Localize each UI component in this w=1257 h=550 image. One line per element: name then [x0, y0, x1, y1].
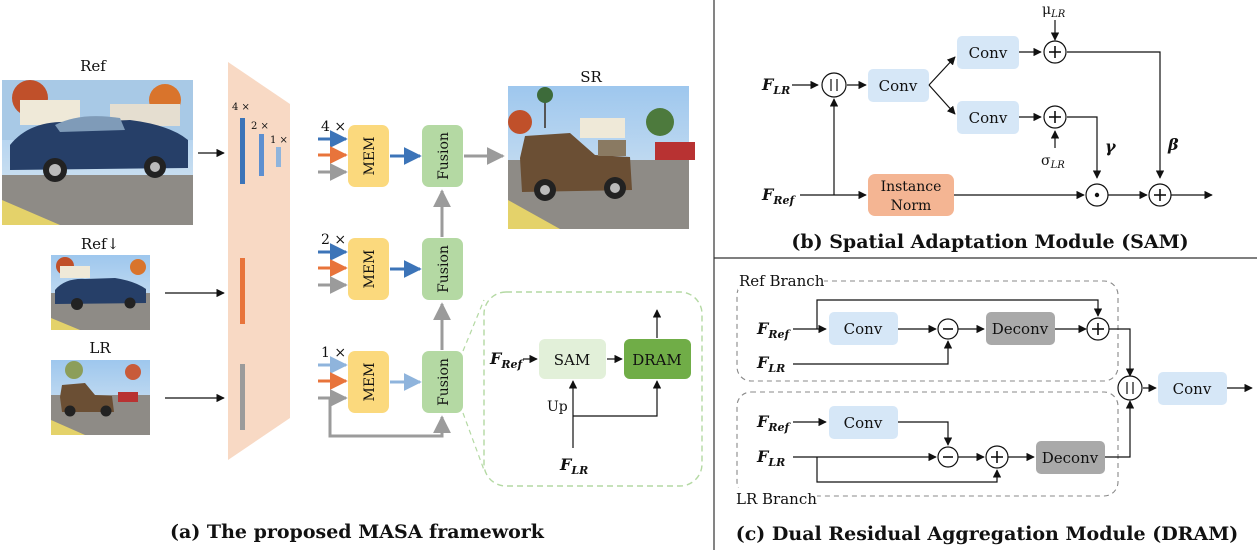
feature-bar-refdown: [240, 258, 245, 324]
fusion-block-2x: Fusion: [422, 238, 463, 300]
ref-label: Ref: [80, 57, 107, 75]
svg-text:Conv: Conv: [844, 414, 883, 432]
lr-image: [51, 360, 150, 435]
sam-conv-gamma: [957, 101, 1019, 134]
svg-text:Conv: Conv: [969, 109, 1008, 127]
inset-up-label: Up: [547, 399, 568, 415]
sr-label: SR: [580, 68, 602, 86]
svg-text:Fusion: Fusion: [436, 132, 452, 180]
fusion-detail-inset: [483, 291, 703, 487]
svg-text:Fusion: Fusion: [436, 358, 452, 406]
sr-image: [508, 86, 695, 229]
svg-text:MEM: MEM: [362, 363, 378, 402]
feature-bar-lr: [240, 364, 245, 430]
svg-text:Conv: Conv: [844, 320, 883, 338]
sam-conv-main: [868, 69, 929, 102]
instance-norm-block: [868, 174, 954, 216]
fusion-block-1x: Fusion: [422, 351, 463, 413]
lr-branch-box: [736, 391, 1119, 497]
sam-conv-beta: [957, 36, 1019, 69]
mem-block-4x: MEM: [348, 125, 389, 187]
dram-lr-f-lr: FLR: [756, 447, 785, 469]
svg-text:Norm: Norm: [891, 198, 932, 214]
svg-text:SAM: SAM: [554, 351, 590, 369]
caption-a: (a) The proposed MASA framework: [170, 521, 545, 543]
mem-scale-1x: 1 ×: [321, 345, 346, 361]
inset-dram-block: [624, 339, 691, 379]
dram-lr-conv: [829, 406, 898, 439]
extractor-scale-4x: 4 ×: [232, 102, 250, 113]
dram-lr-deconv: [1036, 441, 1105, 474]
ref-down-image: [51, 255, 150, 330]
mem-block-1x: MEM: [348, 351, 389, 413]
panel-a: Ref Ref↓ LR SR: [2, 57, 703, 543]
svg-text:Fusion: Fusion: [436, 245, 452, 293]
caption-c: (c) Dual Residual Aggregation Module (DR…: [736, 523, 1238, 545]
ref-branch-label: Ref Branch: [739, 272, 825, 290]
beta-label: β: [1167, 135, 1179, 154]
gamma-label: γ: [1105, 137, 1117, 156]
extractor-scale-2x: 2 ×: [251, 121, 269, 132]
dram-concat-node: [1117, 375, 1143, 401]
lr-branch-label: LR Branch: [736, 490, 817, 508]
dram-lr-f-ref: FRef: [756, 412, 791, 434]
ref-image: [2, 80, 193, 225]
mu-lr-label: μLR: [1042, 2, 1066, 20]
svg-text:Conv: Conv: [1173, 380, 1212, 398]
caption-b: (b) Spatial Adaptation Module (SAM): [791, 231, 1188, 253]
ref-down-label: Ref↓: [81, 235, 119, 253]
sigma-lr-label: σLR: [1041, 153, 1065, 171]
panel-c: Ref Branch LR Branch FRef Conv FLR Decon…: [735, 270, 1253, 545]
extractor-scale-1x: 1 ×: [270, 135, 288, 146]
dram-output-conv: [1158, 372, 1227, 405]
feature-bar-1x: [276, 147, 281, 167]
svg-text:Deconv: Deconv: [992, 320, 1049, 338]
sam-f-ref: FRef: [761, 185, 796, 207]
svg-text:Instance: Instance: [881, 179, 942, 195]
svg-text:Conv: Conv: [879, 77, 918, 95]
feature-bar-2x: [259, 134, 264, 176]
inset-sam-block: [539, 339, 606, 379]
svg-text:MEM: MEM: [362, 137, 378, 176]
concat-node: [821, 72, 847, 98]
sam-f-lr: FLR: [761, 75, 790, 97]
ref-branch-box: [736, 280, 1119, 382]
dram-ref-deconv: [986, 312, 1055, 345]
panel-b: μLR FLR Conv Conv Conv σLR γ β FRef: [761, 2, 1213, 253]
inset-f-lr: FLR: [559, 455, 588, 477]
dram-ref-conv: [829, 312, 898, 345]
mem-scale-2x: 2 ×: [321, 232, 346, 248]
feature-bar-4x: [240, 118, 245, 184]
svg-text:MEM: MEM: [362, 250, 378, 289]
dram-ref-f-ref: FRef: [756, 319, 791, 341]
inset-f-ref: FRef: [489, 349, 524, 371]
mem-block-2x: MEM: [348, 238, 389, 300]
fusion-block-4x: Fusion: [422, 125, 463, 187]
svg-text:Conv: Conv: [969, 44, 1008, 62]
svg-text:Deconv: Deconv: [1042, 449, 1099, 467]
mem-scale-4x: 4 ×: [321, 119, 346, 135]
lr-label: LR: [89, 339, 111, 357]
svg-text:DRAM: DRAM: [632, 351, 682, 369]
dram-ref-f-lr: FLR: [756, 353, 785, 375]
